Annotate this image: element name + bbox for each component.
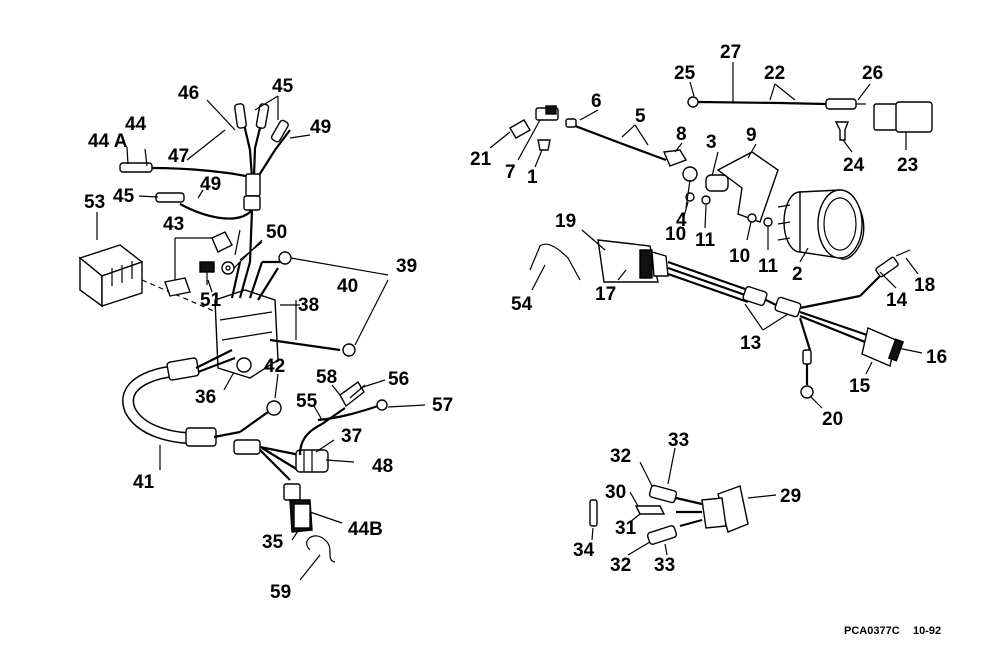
terminal-block-part-36 — [214, 261, 279, 379]
callout-29: 29 — [780, 486, 801, 507]
callout-16: 16 — [926, 347, 947, 368]
drawing-footer: PCA0377C 10-92 — [844, 625, 941, 637]
callout-31: 31 — [615, 518, 637, 539]
callout-44a: 44 A — [88, 131, 128, 152]
callout-43: 43 — [163, 214, 184, 235]
callout-35: 35 — [262, 532, 284, 553]
callout-48: 48 — [372, 456, 393, 477]
callout-11-left: 11 — [695, 230, 716, 251]
callout-49-mid: 49 — [200, 174, 221, 195]
callout-numbers: 44 A 44 47 46 45 49 49 45 53 43 50 51 39… — [84, 42, 947, 603]
callout-23: 23 — [897, 155, 918, 176]
callout-46: 46 — [178, 83, 199, 104]
callout-47: 47 — [168, 146, 189, 167]
callout-4: 4 — [676, 210, 687, 231]
callout-22: 22 — [764, 63, 785, 84]
callout-33-bottom: 33 — [654, 555, 675, 576]
callout-6: 6 — [591, 91, 602, 112]
callout-10-left: 10 — [665, 224, 686, 245]
callout-14: 14 — [886, 290, 908, 311]
callout-26: 26 — [862, 63, 883, 84]
callout-15: 15 — [849, 376, 871, 397]
relay-part-53 — [78, 244, 231, 319]
callout-1: 1 — [527, 167, 538, 188]
callout-55: 55 — [296, 391, 318, 412]
callout-11-right: 11 — [758, 256, 779, 277]
callout-58: 58 — [316, 367, 337, 388]
callout-42: 42 — [264, 356, 285, 377]
callout-9: 9 — [746, 125, 757, 146]
callout-44: 44 — [125, 114, 147, 135]
callout-53: 53 — [84, 192, 105, 213]
callout-17: 17 — [595, 284, 616, 305]
gauge-part-2 — [777, 189, 865, 260]
callout-41: 41 — [133, 472, 155, 493]
callout-33-top: 33 — [668, 430, 689, 451]
connector-assembly-29 — [589, 484, 749, 545]
callout-36: 36 — [195, 387, 216, 408]
callout-13: 13 — [740, 333, 761, 354]
callout-50: 50 — [266, 222, 287, 243]
drawing-code: PCA0377C — [844, 625, 900, 637]
callout-51: 51 — [200, 290, 222, 311]
callout-32-top: 32 — [610, 446, 631, 467]
callout-59: 59 — [270, 582, 291, 603]
callout-34: 34 — [573, 540, 595, 561]
callout-19: 19 — [555, 211, 576, 232]
callout-45-top: 45 — [272, 76, 294, 97]
callout-45-mid: 45 — [113, 186, 135, 207]
callout-20: 20 — [822, 409, 843, 430]
callout-30: 30 — [605, 482, 626, 503]
callout-7: 7 — [505, 162, 516, 183]
drawing-date: 10-92 — [913, 625, 941, 637]
callout-27: 27 — [720, 42, 741, 63]
callout-25: 25 — [674, 63, 696, 84]
callout-21: 21 — [470, 149, 492, 170]
gauge-harness-assembly — [509, 96, 933, 399]
main-harness-assembly — [78, 103, 389, 563]
callout-2: 2 — [792, 264, 803, 285]
callout-8: 8 — [676, 124, 687, 145]
callout-32-bottom: 32 — [610, 555, 631, 576]
callout-44b: 44B — [348, 519, 383, 540]
callout-24: 24 — [843, 155, 865, 176]
callout-57: 57 — [432, 395, 453, 416]
callout-56: 56 — [388, 369, 409, 390]
callout-40: 40 — [337, 276, 358, 297]
callout-leader-lines — [96, 62, 923, 581]
callout-49-top: 49 — [310, 117, 331, 138]
callout-10-right: 10 — [729, 246, 750, 267]
callout-38: 38 — [298, 295, 319, 316]
callout-54: 54 — [511, 294, 533, 315]
callout-18: 18 — [914, 275, 935, 296]
callout-39: 39 — [396, 256, 417, 277]
callout-5: 5 — [635, 106, 646, 127]
callout-3: 3 — [706, 132, 717, 153]
callout-37: 37 — [341, 426, 362, 447]
